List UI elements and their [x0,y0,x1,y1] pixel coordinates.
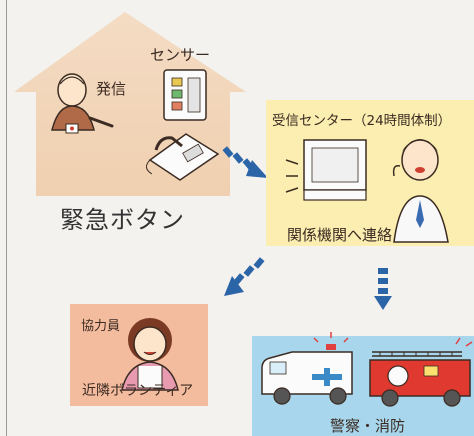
telephone-icon [146,133,220,181]
helper-box [70,304,208,406]
neighbor-volunteer-label: 近隣ボランティア [82,383,194,399]
elderly-person-icon [51,73,114,134]
emergency-button-label: 緊急ボタン [60,206,185,234]
left-border-line [6,0,7,436]
arrow-to-police [374,268,392,310]
house-shape [14,12,246,196]
police-fire-box [252,332,474,436]
sensor-device-icon [163,69,207,121]
arrow-to-center [222,146,268,178]
helper-label: 協力員 [81,319,121,334]
contact-agencies-label: 関係機関へ連絡 [287,226,393,244]
hasshin-label: 発信 [96,80,127,98]
ambulance-icon [261,332,353,405]
receiving-center-box [266,100,474,246]
receiving-center-label: 受信センター（24時間体制） [272,113,452,129]
fire-truck-icon [369,337,473,407]
police-fire-label: 警察・消防 [330,417,406,435]
arrow-to-helper [224,257,265,296]
sensor-label: センサー [150,46,211,64]
